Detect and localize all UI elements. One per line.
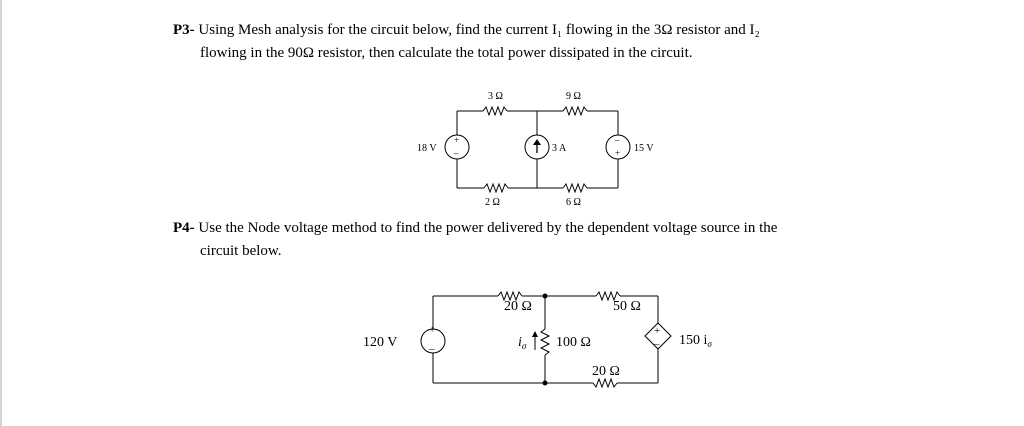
p4-label-dep-source: 150 iσ xyxy=(679,333,712,349)
p3-resistor-3ohm xyxy=(482,105,508,117)
p3-label-r-bottom-right: 6 Ω xyxy=(566,197,581,208)
svg-text:–: – xyxy=(453,148,459,158)
p3-label-v-left: 18 V xyxy=(417,143,437,154)
svg-text:+: + xyxy=(429,324,435,336)
p4-resistor-20ohm-bottom xyxy=(592,377,618,389)
problem-p3-text: P3- Using Mesh analysis for the circuit … xyxy=(173,19,973,65)
problem-p4-line2: circuit below. xyxy=(200,243,282,259)
p4-label-v-left: 120 V xyxy=(363,335,397,350)
p4-resistor-20ohm-top xyxy=(497,290,523,302)
p3-label-i-mid: 3 A xyxy=(552,143,567,154)
svg-text:+: + xyxy=(615,148,620,158)
problem-p3-line2: flowing in the 90Ω resistor, then calcul… xyxy=(200,45,693,61)
problem-p3-line1: Using Mesh analysis for the circuit belo… xyxy=(198,22,760,38)
page-left-rule xyxy=(0,0,2,426)
svg-text:–: – xyxy=(614,135,620,145)
svg-text:–: – xyxy=(428,343,435,355)
p4-label-r-mid: 100 Ω xyxy=(556,335,591,350)
problem-p4-label: P4- xyxy=(173,220,195,236)
p4-label-i-sigma: iσ xyxy=(518,335,527,351)
p4-label-r-bottom: 20 Ω xyxy=(592,364,620,379)
p4-label-r-top-left: 20 Ω xyxy=(504,299,532,314)
p4-resistor-50ohm xyxy=(595,290,621,302)
p3-label-r-top-right: 9 Ω xyxy=(566,91,581,102)
p3-label-v-right: 15 V xyxy=(634,143,654,154)
svg-text:+: + xyxy=(654,325,660,337)
problem-p4-text: P4- Use the Node voltage method to find … xyxy=(173,217,973,263)
p3-resistor-9ohm xyxy=(562,105,588,117)
svg-text:+: + xyxy=(454,135,459,145)
svg-text:–: – xyxy=(653,338,660,350)
p3-label-r-top-left: 3 Ω xyxy=(488,91,503,102)
p3-resistor-2ohm xyxy=(483,182,509,194)
p3-resistor-6ohm xyxy=(562,182,588,194)
p3-label-r-bottom-left: 2 Ω xyxy=(485,197,500,208)
p4-label-r-top-right: 50 Ω xyxy=(613,299,641,314)
problem-p4-line1: Use the Node voltage method to find the … xyxy=(198,220,778,236)
p4-resistor-100ohm xyxy=(539,328,551,356)
problem-p3-label: P3- xyxy=(173,22,195,38)
